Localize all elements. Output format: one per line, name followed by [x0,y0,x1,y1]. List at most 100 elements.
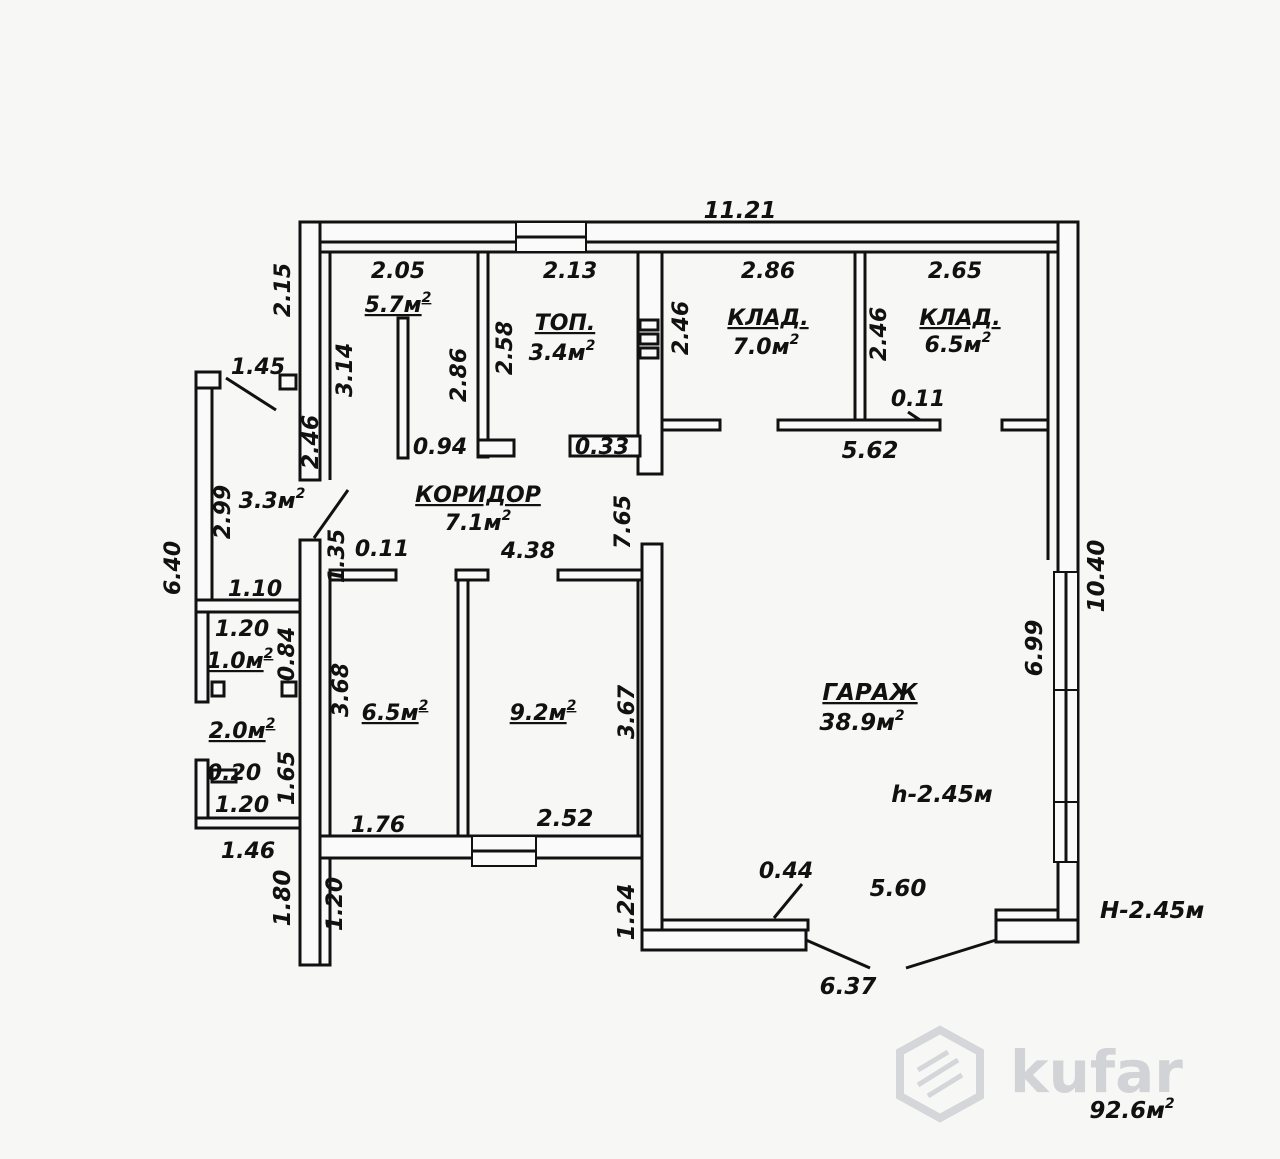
dim-120a: 1.20 [215,617,269,642]
wall-stub-011 [328,568,398,582]
total-area: 92.6м2 [1089,1096,1174,1124]
dim-314: 3.14 [333,343,358,397]
wall-left-lower [298,538,322,967]
dim-120c: 1.20 [323,877,348,931]
area-garage: 38.9м2 [819,708,904,736]
wall-left-upper [298,220,322,482]
watermark-text: kufar [1010,1038,1183,1106]
dim-020: 0.20 [207,761,261,786]
dim-367: 3.67 [615,684,640,739]
dim-094: 0.94 [413,435,467,460]
dim-286: 2.86 [447,348,472,402]
dim-overall-width: 11.21 [704,198,777,224]
dim-110: 1.10 [228,577,282,602]
wall-garage-bottom-l2 [660,918,810,932]
wall-small-sq2 [278,373,298,391]
dim-562: 5.62 [842,438,899,464]
name-garage: ГАРАЖ [822,680,918,706]
dim-637: 6.37 [820,974,877,1000]
wall-garage-bottom-r2 [994,908,1060,922]
dim-180: 1.80 [270,870,296,927]
wall-annex-left [194,370,214,614]
area-storage2: 6.5м2 [925,330,992,358]
wall-small-sq3 [210,680,226,698]
wall-stub-a [660,418,722,432]
wall-small-sq [280,680,298,698]
area-storage1: 7.0м2 [733,332,800,360]
dim-368: 3.68 [329,663,354,717]
dim-135: 1.35 [325,529,350,583]
dim-176: 1.76 [351,813,405,838]
wall-part-lower [456,578,470,838]
dim-044: 0.44 [759,859,813,884]
area-corridor: 7.1м2 [445,508,512,536]
dim-246a: 2.46 [669,301,694,355]
name-boiler: ТОП. [535,311,595,336]
dim-299: 2.99 [211,485,236,539]
dim-560: 5.60 [870,876,927,902]
vent-3 [638,346,660,360]
name-corridor: КОРИДОР [415,483,541,508]
wall-top [298,220,1080,244]
dim-storage2-width: 2.65 [928,259,982,284]
dim-room-topleft-width: 2.05 [371,259,425,284]
wall-part-3 [853,250,867,424]
dim-124: 1.24 [614,884,640,941]
wall-part-1 [396,316,410,460]
dim-033: 0.33 [575,435,629,460]
area-boiler: 3.4м2 [529,338,596,366]
dim-640: 6.40 [161,541,186,595]
wall-stub-c [1000,418,1050,432]
wall-wc1-left [194,610,210,704]
wall-stub-033 [568,434,642,458]
vent-2 [638,332,660,346]
dim-120b: 1.20 [215,793,269,818]
wall-stub-e [556,568,644,582]
name-storage2: КЛАД. [919,306,1000,331]
wall-stub-b [776,418,942,432]
wall-annex-top [194,370,222,390]
wall-chimney [636,250,664,476]
wall-lower-ext [318,856,332,967]
dim-765: 7.65 [611,495,636,549]
watermark: kufar [896,1025,1183,1123]
wall-part-2b [476,438,516,458]
dim-246b: 2.46 [867,307,892,361]
dim-246L: 2.46 [299,415,324,469]
wall-small-sq4 [210,768,238,784]
dim-252: 2.52 [537,806,594,832]
dim-boiler-width: 2.13 [543,259,597,284]
kufar-logo-icon [896,1025,984,1123]
area-room-topleft: 5.7м2 [365,290,432,318]
wall-annex-bottom [194,816,302,830]
area-wc2: 2.0м2 [209,716,276,744]
outer-height: H-2.45м [1100,898,1205,924]
ceiling-height: h-2.45м [891,782,993,808]
dim-258: 2.58 [493,321,518,375]
dim-438: 4.38 [500,539,555,564]
vent-1 [638,318,660,332]
windows [471,221,1079,867]
area-wc1: 1.0м2 [207,646,274,674]
dim-011a: 0.11 [891,387,945,412]
wall-garage-bottom-r [994,918,1080,944]
dim-011b: 0.11 [355,537,409,562]
area-room-bl: 6.5м2 [362,698,429,726]
dim-699: 6.99 [1022,620,1048,677]
wall-annex-mid [194,598,302,614]
name-storage1: КЛАД. [727,306,808,331]
area-room-bm: 9.2м2 [510,698,577,726]
wall-garage-bottom-l [640,928,808,952]
dim-165: 1.65 [275,751,300,805]
wall-stub-d [454,568,490,582]
labels: 11.21 2.05 5.7м2 2.13 ТОП. 3.4м2 2.86 КЛ… [161,198,1205,1124]
dim-1040: 10.40 [1084,540,1110,613]
wall-part-2 [476,250,490,459]
wall-garage-left [640,542,664,952]
dim-146: 1.46 [221,839,275,864]
dim-084: 0.84 [275,627,300,681]
dim-215: 2.15 [271,263,296,317]
dim-storage1-width: 2.86 [741,259,795,284]
dim-145: 1.45 [231,355,285,380]
